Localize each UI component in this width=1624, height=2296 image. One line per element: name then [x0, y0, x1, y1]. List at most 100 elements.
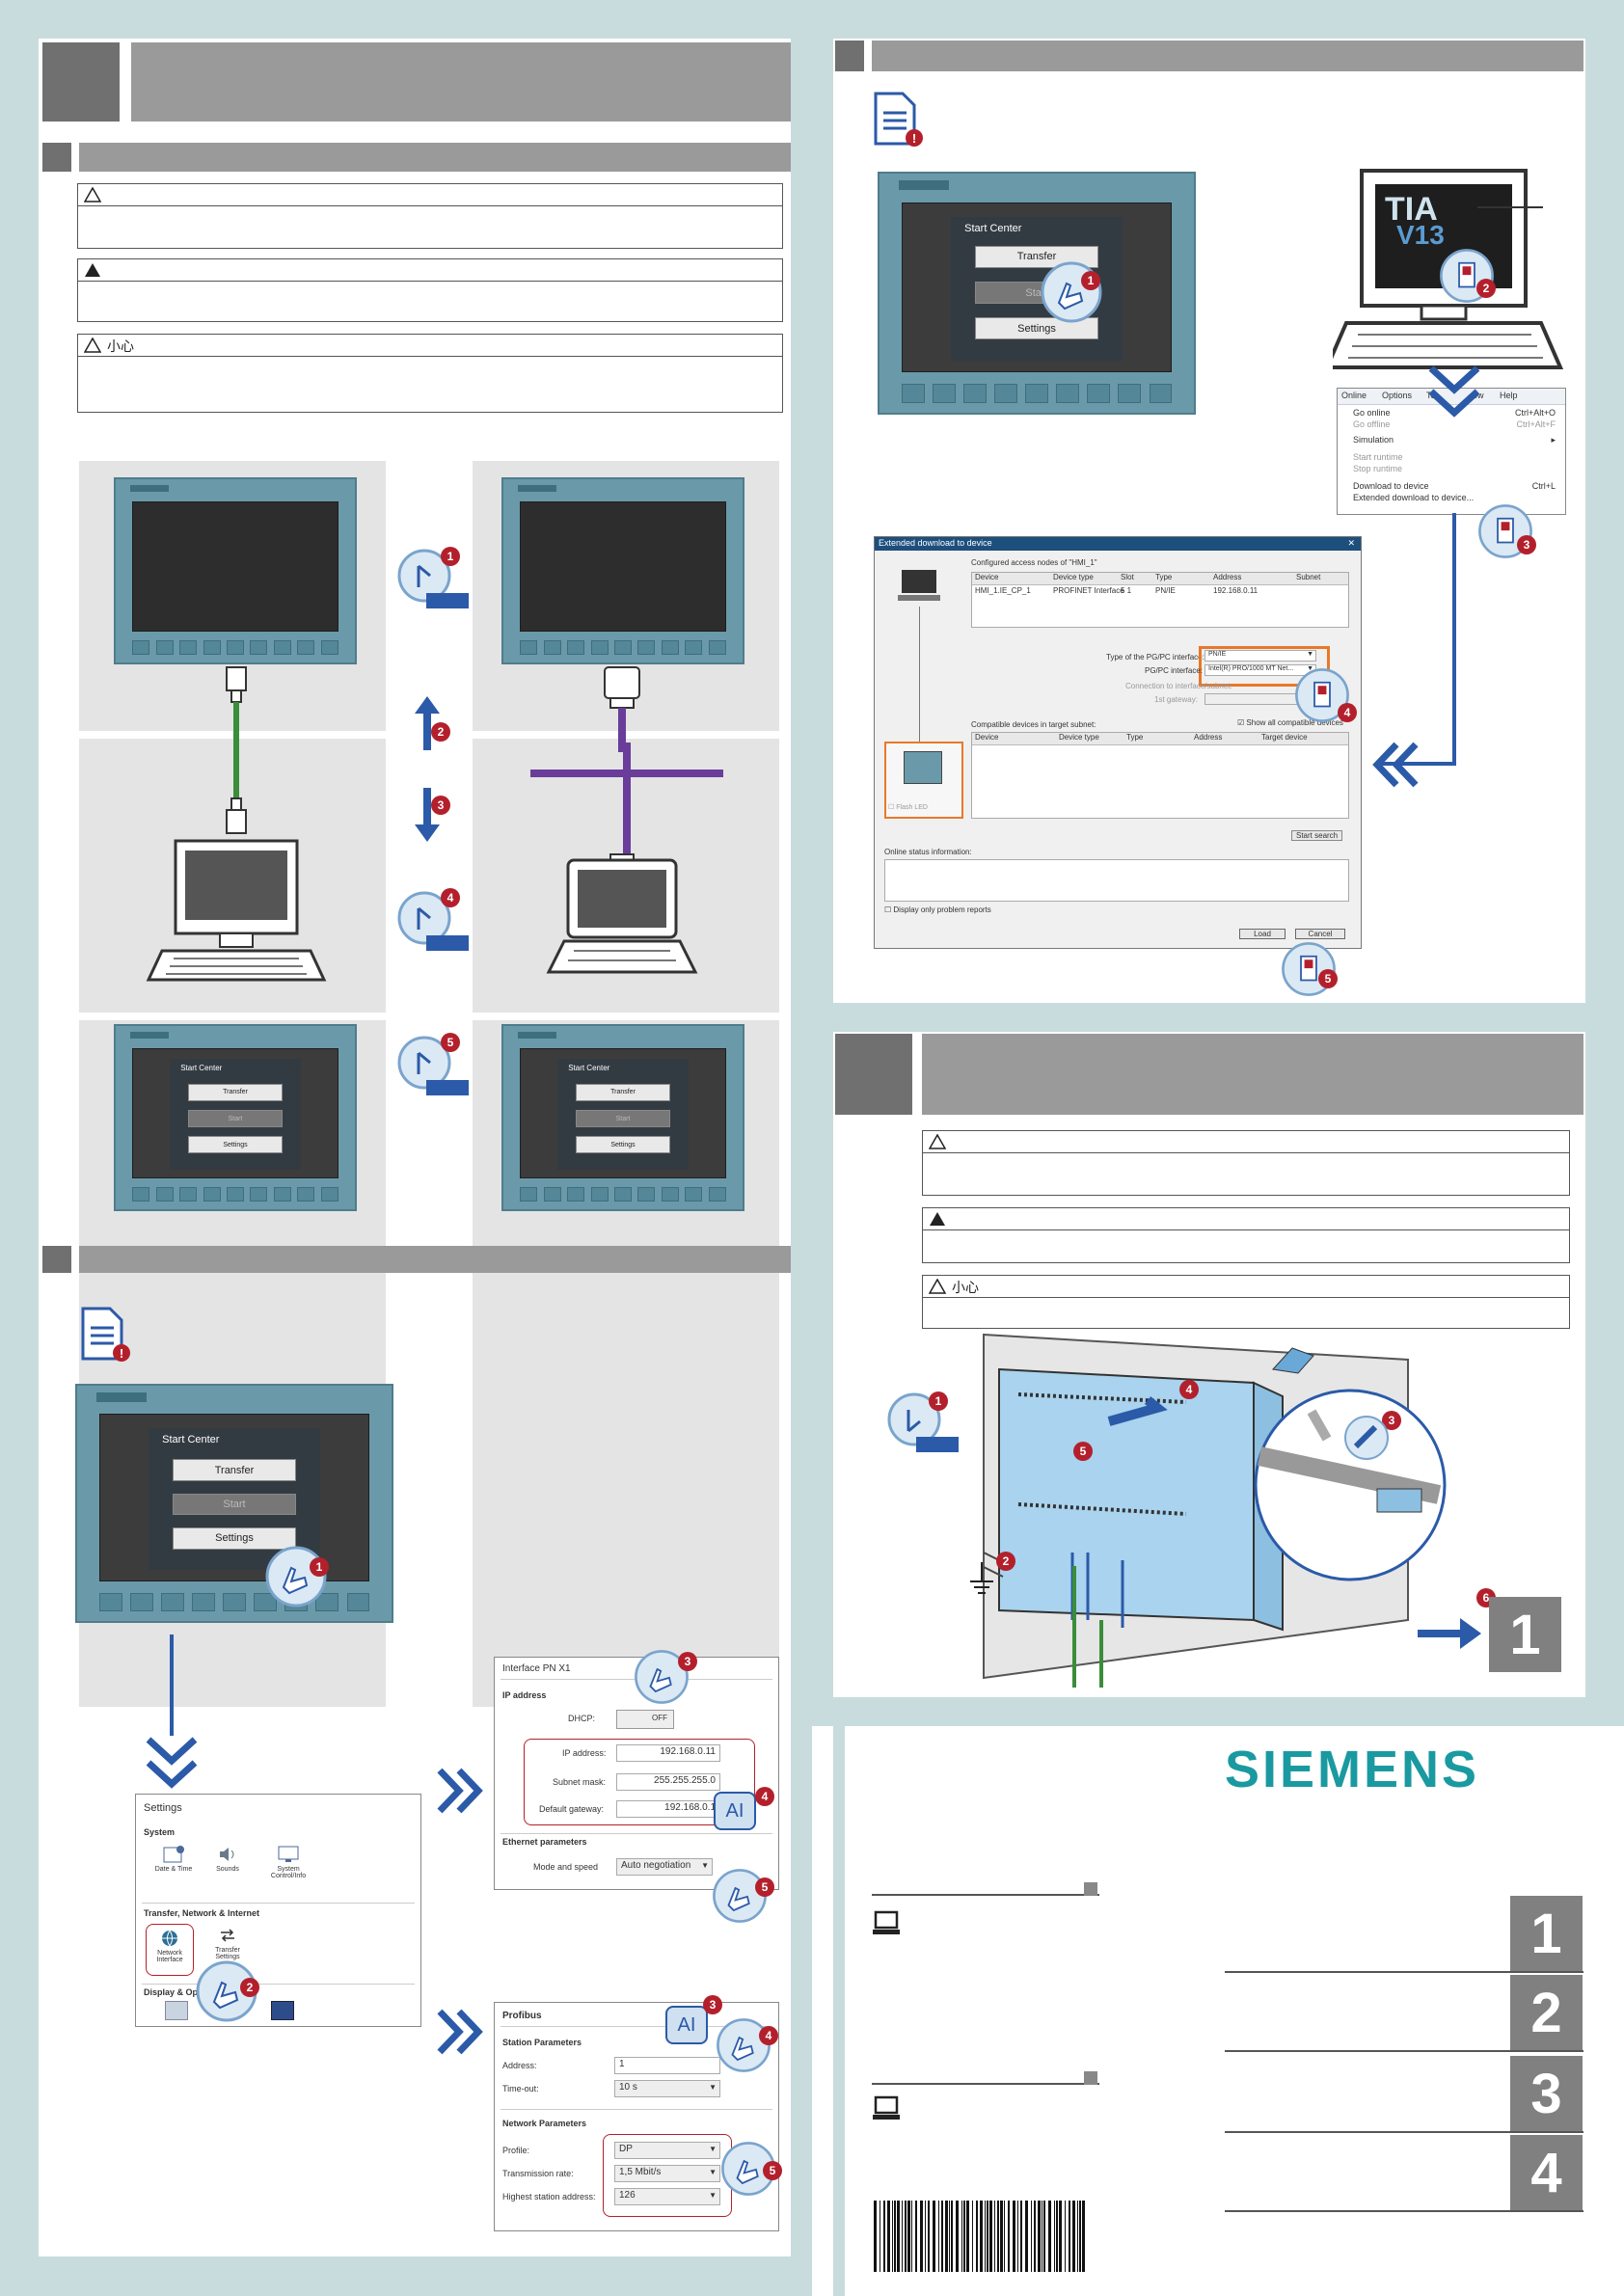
svg-text:1: 1 — [935, 1394, 942, 1408]
caution-label: 小心 — [952, 1280, 979, 1295]
chapter-2-box[interactable]: 2 — [1510, 1975, 1583, 2050]
menu-online[interactable]: Online — [1341, 391, 1367, 400]
system-control-label: System Control/Info — [270, 1866, 307, 1879]
section-number-box — [835, 1034, 912, 1115]
display-only-check[interactable]: ☐ Display only problem reports — [884, 905, 991, 914]
chapter-3-box[interactable]: 3 — [1510, 2056, 1583, 2131]
menu-options[interactable]: Options — [1382, 391, 1413, 400]
calendar-clock-icon — [163, 1846, 184, 1863]
warning-outline-icon — [84, 338, 101, 353]
menu-item-simulation[interactable]: Simulation▸ — [1353, 435, 1556, 445]
load-button[interactable]: Load — [1239, 929, 1286, 939]
show-all-check[interactable]: ☑ Show all compatible devices — [1237, 718, 1343, 727]
svg-text:4: 4 — [1344, 706, 1351, 719]
hmi-panel-start-center-large: Start Center Transfer Start Settings — [75, 1384, 393, 1623]
start-button[interactable]: Start — [576, 1110, 670, 1127]
installation-illustration — [970, 1333, 1447, 1688]
barcode-bar — [874, 2201, 877, 2272]
pgpc-if-select[interactable]: Intel(R) PRO/1000 MT Net...▼ — [1204, 664, 1316, 676]
start-search-button[interactable]: Start search — [1291, 830, 1343, 841]
menu-item-stop-runtime[interactable]: Stop runtime — [1353, 464, 1403, 473]
timeout-select[interactable]: 10 s ▼ — [614, 2080, 720, 2097]
step-badge-2: 2 — [1476, 279, 1496, 298]
display-item-icon[interactable] — [165, 2001, 188, 2020]
interface-title: Interface PN X1 — [502, 1663, 571, 1674]
menu-item-start-runtime[interactable]: Start runtime — [1353, 452, 1403, 462]
transfer-button[interactable]: Transfer — [576, 1083, 670, 1101]
settings-button[interactable]: Settings — [172, 1527, 297, 1550]
arrow-right-icon — [1418, 1618, 1481, 1649]
barcode-bar — [976, 2201, 978, 2272]
ip-field[interactable]: 192.168.0.11 — [616, 1744, 720, 1762]
menu-item-extended-download[interactable]: Extended download to device... — [1353, 493, 1475, 502]
gateway-field[interactable]: 192.168.0.1 — [616, 1800, 720, 1818]
settings-button[interactable]: Settings — [974, 317, 1099, 340]
transfer-button[interactable]: Transfer — [188, 1083, 283, 1101]
hmi-panel-start-center: Start Center Transfer Start Settings — [114, 1024, 357, 1211]
barcode-bar — [989, 2201, 992, 2272]
dropdown-arrow-icon: ▼ — [1307, 665, 1313, 672]
svg-text:5: 5 — [1325, 972, 1332, 986]
step-badge-4: 4 — [1338, 703, 1357, 722]
timeout-value: 10 s — [619, 2082, 637, 2093]
system-control-item[interactable]: System Control/Info — [259, 1845, 317, 1879]
barcode-bar — [894, 2201, 896, 2272]
svg-text:5: 5 — [1080, 1445, 1087, 1458]
table-row[interactable]: HMI_1.IE_CP_1 PROFINET Interface 5 1 PN/… — [975, 586, 1259, 595]
operator-item-icon[interactable] — [271, 2001, 294, 2020]
settings-button[interactable]: Settings — [576, 1136, 670, 1154]
chapter-1-box[interactable]: 1 — [1510, 1896, 1583, 1971]
chapter-4-box[interactable]: 4 — [1510, 2135, 1583, 2210]
flash-led-check[interactable]: ☐ Flash LED — [888, 804, 928, 811]
profibus-connector-icon — [604, 666, 640, 752]
step-badge-2: 2 — [996, 1552, 1015, 1571]
network-interface-item[interactable]: Network Interface — [146, 1924, 194, 1976]
mode-select[interactable]: Auto negotiation ▼ — [616, 1858, 713, 1876]
date-time-item[interactable]: Date & Time — [149, 1845, 198, 1873]
settings-button[interactable]: Settings — [188, 1136, 283, 1154]
step-badge-3: 3 — [703, 1995, 722, 2014]
barcode-bar — [915, 2201, 917, 2272]
svg-text:2: 2 — [247, 1981, 254, 1994]
svg-text:3: 3 — [685, 1655, 691, 1668]
warning-box-caution: 小心 — [77, 334, 783, 413]
svg-text:2: 2 — [1483, 282, 1490, 295]
barcode-bar — [928, 2201, 930, 2272]
flow-line — [170, 1634, 174, 1736]
hand-pointer-icon — [717, 2018, 771, 2072]
close-icon[interactable]: ✕ — [1347, 538, 1355, 548]
profile-select[interactable]: DP ▼ — [614, 2142, 720, 2159]
svg-text:4: 4 — [762, 1790, 769, 1803]
transfer-settings-item[interactable]: Transfer Settings — [203, 1926, 252, 1960]
warning-box-warning — [77, 258, 783, 322]
profibus-bus-line — [530, 743, 723, 858]
barcode-bar — [1048, 2201, 1051, 2272]
transfer-button[interactable]: Transfer — [172, 1459, 297, 1481]
barcode-bar — [963, 2201, 965, 2272]
pgpc-type-select[interactable]: PN/IE▼ — [1204, 650, 1316, 662]
address-field[interactable]: 1 — [614, 2057, 720, 2074]
sounds-item[interactable]: Sounds — [203, 1845, 252, 1873]
hsa-select[interactable]: 126 ▼ — [614, 2188, 720, 2205]
start-button[interactable]: Start — [172, 1493, 297, 1516]
start-button[interactable]: Start — [188, 1110, 283, 1127]
subsection-header-bar — [79, 143, 791, 172]
step-badge-4: 4 — [441, 888, 460, 907]
barcode-bar — [1069, 2201, 1070, 2272]
barcode-bar — [1008, 2201, 1010, 2272]
panel-divider — [501, 2109, 772, 2110]
col-device: Device — [975, 573, 999, 581]
cancel-button[interactable]: Cancel — [1295, 929, 1345, 939]
go-to-chapter-box: 1 — [1489, 1597, 1561, 1672]
menu-help[interactable]: Help — [1500, 391, 1518, 400]
step-badge-3: 3 — [431, 796, 450, 815]
pgpc-highlight — [1199, 646, 1330, 687]
step-badge-1: 1 — [441, 547, 460, 566]
mask-field[interactable]: 255.255.255.0 — [616, 1773, 720, 1791]
rate-select[interactable]: 1,5 Mbit/s ▼ — [614, 2165, 720, 2182]
dhcp-toggle[interactable]: OFF — [616, 1710, 674, 1729]
chapter-rule — [1225, 2050, 1583, 2052]
